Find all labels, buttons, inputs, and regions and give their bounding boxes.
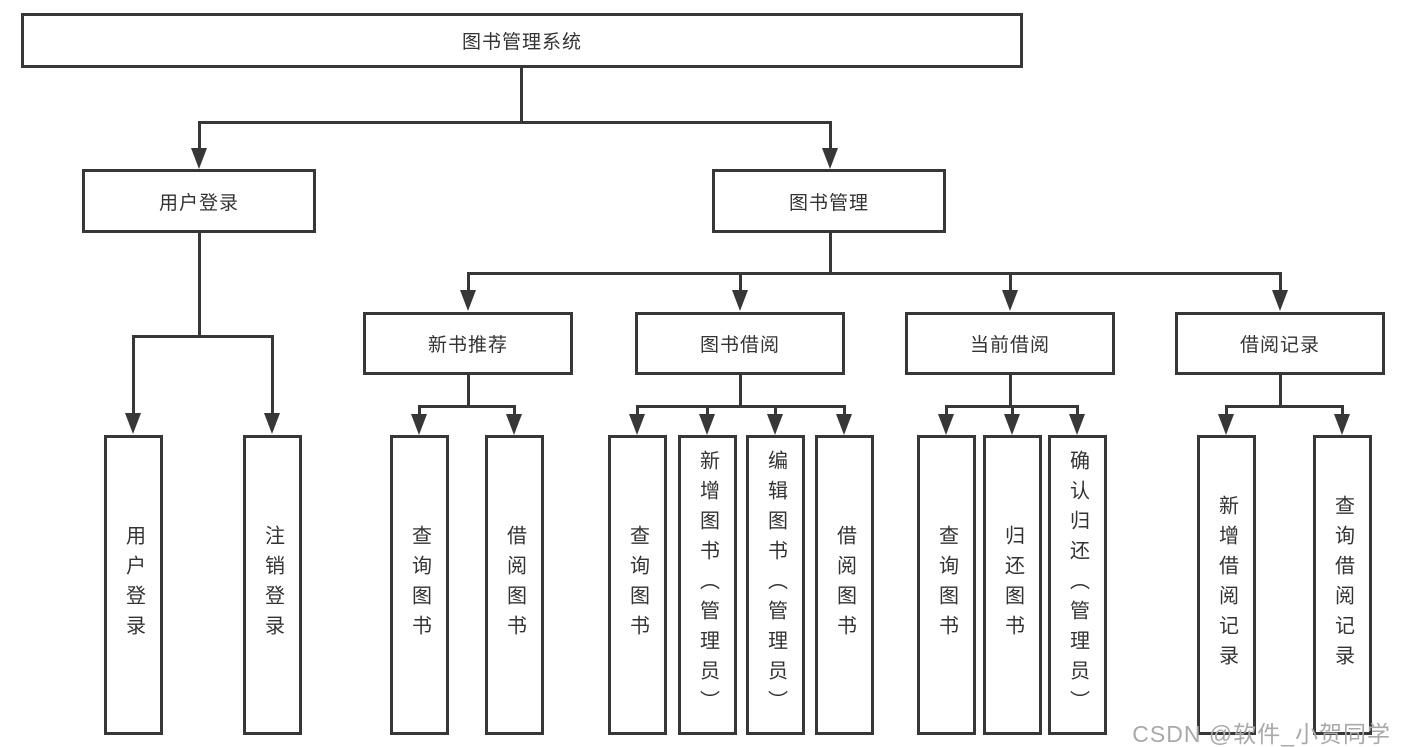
leaf-borrow-borrow-books-label: 借阅图书 — [833, 525, 856, 645]
edge-modules-branch — [467, 272, 1282, 275]
arrowhead-records-leaf1 — [1218, 414, 1234, 435]
node-book-management-label: 图书管理 — [788, 192, 869, 214]
arrowhead-to-leaf-logout — [264, 413, 280, 434]
node-current-borrow-label: 当前借阅 — [969, 335, 1050, 356]
leaf-records-query-record-label: 查询借阅记录 — [1331, 495, 1354, 675]
leaf-current-confirm-return-admin: 确认归还（管理员） — [1048, 435, 1107, 735]
leaf-borrow-query-books-label: 查询图书 — [626, 525, 649, 645]
node-book-borrow: 图书借阅 — [635, 312, 845, 375]
leaf-logout-label: 注销登录 — [261, 525, 284, 645]
edge-to-leaf-logout-stem — [271, 335, 274, 414]
leaf-current-return-books: 归还图书 — [983, 435, 1042, 735]
node-book-management: 图书管理 — [712, 169, 946, 233]
arrowhead-borrow-leaf3 — [767, 414, 783, 435]
edge-to-current-stem — [1009, 272, 1012, 292]
node-new-book-recommend: 新书推荐 — [363, 312, 573, 375]
edge-user-login-stem — [198, 233, 201, 335]
edge-borrow-branch — [636, 405, 845, 408]
edge-book-management-stem — [829, 233, 832, 274]
edge-to-user-login-stem — [198, 121, 201, 150]
edge-borrow-leaf4-stem — [843, 405, 846, 417]
edge-current-leaf2-stem — [1011, 405, 1014, 417]
arrowhead-current-leaf3 — [1069, 414, 1085, 435]
edge-records-leaf1-stem — [1225, 405, 1228, 417]
node-root-book-management-system: 图书管理系统 — [21, 13, 1023, 68]
arrowhead-to-records — [1272, 290, 1288, 311]
node-root-label: 图书管理系统 — [461, 32, 582, 53]
arrowhead-to-current — [1002, 290, 1018, 311]
edge-recommend-leaf2-stem — [513, 405, 516, 417]
node-book-borrow-label: 图书借阅 — [699, 335, 780, 356]
edge-user-login-branch — [132, 335, 273, 338]
arrowhead-to-leaf-login — [125, 413, 141, 434]
node-user-login: 用户登录 — [82, 169, 316, 233]
edge-to-book-management-stem — [829, 121, 832, 150]
edge-recommend-stem — [467, 375, 470, 408]
leaf-borrow-query-books: 查询图书 — [608, 435, 667, 735]
arrowhead-to-user-login — [191, 148, 207, 169]
node-borrow-records: 借阅记录 — [1175, 312, 1385, 375]
arrowhead-borrow-leaf4 — [836, 414, 852, 435]
edge-borrow-stem — [739, 375, 742, 408]
leaf-records-add-record-label: 新增借阅记录 — [1215, 495, 1238, 675]
edge-to-leaf-login-stem — [132, 335, 135, 414]
leaf-recommend-query-books-label: 查询图书 — [408, 525, 431, 645]
leaf-user-login-label: 用户登录 — [122, 525, 145, 645]
arrowhead-current-leaf2 — [1004, 414, 1020, 435]
arrowhead-to-borrow — [732, 290, 748, 311]
node-user-login-label: 用户登录 — [158, 192, 239, 214]
leaf-current-query-books-label: 查询图书 — [935, 525, 958, 645]
csdn-watermark: CSDN @软件_小贺同学 — [1132, 721, 1391, 747]
leaf-user-login: 用户登录 — [104, 435, 163, 735]
arrowhead-current-leaf1 — [938, 414, 954, 435]
edge-borrow-leaf2-stem — [706, 405, 709, 417]
edge-borrow-leaf3-stem — [774, 405, 777, 417]
edge-root-branch — [198, 121, 832, 124]
leaf-current-return-books-label: 归还图书 — [1001, 525, 1024, 645]
leaf-records-query-record: 查询借阅记录 — [1313, 435, 1372, 735]
edge-records-stem — [1279, 375, 1282, 408]
leaf-recommend-borrow-books: 借阅图书 — [485, 435, 544, 735]
edge-borrow-leaf1-stem — [636, 405, 639, 417]
edge-to-recommend-stem — [467, 272, 470, 292]
edge-to-borrow-stem — [739, 272, 742, 292]
edge-records-leaf2-stem — [1341, 405, 1344, 417]
leaf-borrow-add-books-admin-label: 新增图书（管理员） — [696, 450, 719, 720]
node-new-book-recommend-label: 新书推荐 — [427, 335, 508, 356]
node-borrow-records-label: 借阅记录 — [1239, 335, 1320, 356]
arrowhead-recommend-leaf1 — [411, 414, 427, 435]
arrowhead-to-book-management — [822, 148, 838, 169]
edge-root-stem — [520, 68, 523, 123]
edge-current-stem — [1009, 375, 1012, 408]
arrowhead-borrow-leaf1 — [629, 414, 645, 435]
arrowhead-recommend-leaf2 — [506, 414, 522, 435]
arrowhead-borrow-leaf2 — [699, 414, 715, 435]
leaf-current-query-books: 查询图书 — [917, 435, 976, 735]
edge-recommend-leaf1-stem — [418, 405, 421, 417]
leaf-current-confirm-return-admin-label: 确认归还（管理员） — [1066, 450, 1089, 720]
leaf-records-add-record: 新增借阅记录 — [1197, 435, 1256, 735]
leaf-borrow-edit-books-admin-label: 编辑图书（管理员） — [764, 450, 787, 720]
leaf-borrow-add-books-admin: 新增图书（管理员） — [678, 435, 737, 735]
leaf-borrow-edit-books-admin: 编辑图书（管理员） — [746, 435, 805, 735]
edge-current-leaf3-stem — [1076, 405, 1079, 417]
edge-records-branch — [1225, 405, 1343, 408]
leaf-recommend-borrow-books-label: 借阅图书 — [503, 525, 526, 645]
node-current-borrow: 当前借阅 — [905, 312, 1115, 375]
leaf-logout: 注销登录 — [243, 435, 302, 735]
edge-recommend-branch — [418, 405, 515, 408]
arrowhead-records-leaf2 — [1334, 414, 1350, 435]
leaf-borrow-borrow-books: 借阅图书 — [815, 435, 874, 735]
edge-current-leaf1-stem — [945, 405, 948, 417]
leaf-recommend-query-books: 查询图书 — [390, 435, 449, 735]
edge-to-records-stem — [1279, 272, 1282, 292]
arrowhead-to-recommend — [460, 290, 476, 311]
